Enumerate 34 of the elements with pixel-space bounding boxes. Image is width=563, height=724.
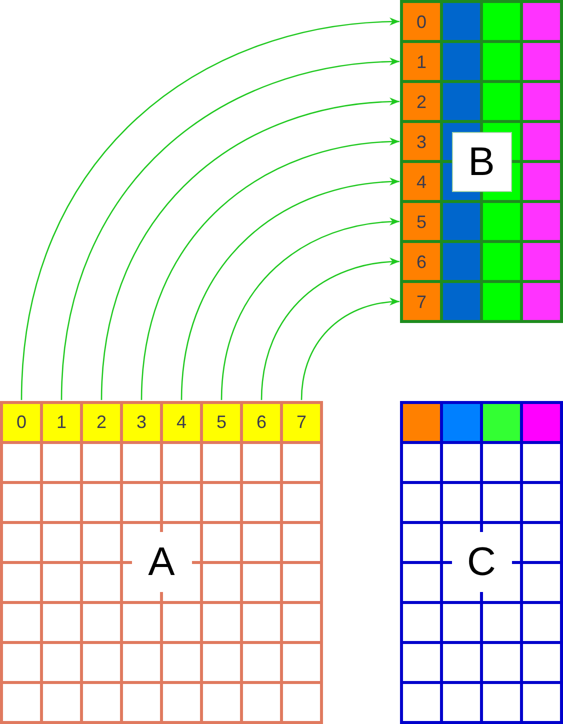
header-cell [443, 404, 480, 440]
row-index-cell: 2 [403, 83, 440, 120]
header-cell: 2 [83, 404, 120, 440]
row-index-cell: 1 [403, 43, 440, 80]
arrow [260, 258, 400, 400]
matrix-grid [0, 400, 323, 724]
matrix-label: B [452, 132, 512, 192]
arrow [100, 98, 400, 400]
header-cell: 1 [43, 404, 80, 440]
arrow [220, 218, 400, 400]
header-cell: 6 [243, 404, 280, 440]
arrow [140, 138, 400, 400]
header-cell: 5 [203, 404, 240, 440]
row-index-cell: 3 [403, 123, 440, 160]
arrow [60, 58, 400, 400]
arrow [180, 178, 400, 400]
header-cell: 3 [123, 404, 160, 440]
row-index-cell: 5 [403, 203, 440, 240]
header-cell [523, 404, 560, 440]
header-cell: 4 [163, 404, 200, 440]
header-cell [483, 404, 520, 440]
arrow [300, 298, 400, 400]
header-cell: 7 [283, 404, 320, 440]
row-index-cell: 6 [403, 243, 440, 280]
matrix-grid [400, 0, 563, 323]
matrix-label: C [452, 532, 512, 592]
header-cell [403, 404, 440, 440]
matrix-label: A [132, 532, 192, 592]
header-cell: 0 [3, 404, 40, 440]
row-index-cell: 7 [403, 283, 440, 320]
arrow [20, 18, 400, 400]
matrix-grid [400, 400, 563, 724]
row-index-cell: 4 [403, 163, 440, 200]
row-index-cell: 0 [403, 3, 440, 40]
